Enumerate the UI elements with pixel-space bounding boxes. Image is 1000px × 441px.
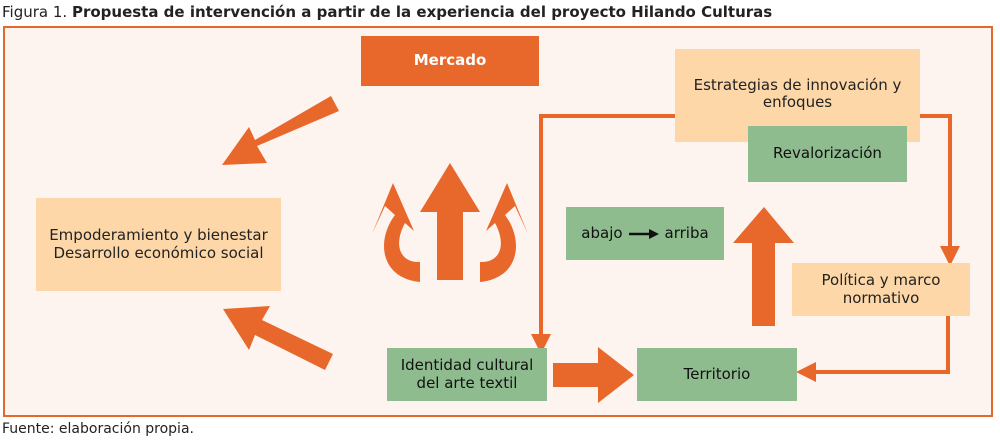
curved-arrow-right xyxy=(480,183,528,282)
node-revalorizacion: Revalorización xyxy=(748,126,907,182)
caption-prefix: Figura 1. xyxy=(2,3,68,21)
curved-arrow-left xyxy=(372,183,420,282)
connector-estrategias-politica xyxy=(920,114,960,266)
node-abajo-arriba: abajo arriba xyxy=(566,207,724,260)
connector-politica-territorio xyxy=(796,316,950,382)
caption-title: Propuesta de intervención a partir de la… xyxy=(71,3,773,21)
node-empoderamiento: Empoderamiento y bienestar Desarrollo ec… xyxy=(36,198,281,291)
node-identidad: Identidad cultural del arte textil xyxy=(387,348,547,401)
arrow-up-territorio xyxy=(733,207,794,326)
connector-estrategias-identidad xyxy=(531,114,675,354)
node-territorio: Territorio xyxy=(637,348,797,401)
node-politica: Política y marco normativo xyxy=(792,263,970,316)
figure-caption: Figura 1. Propuesta de intervención a pa… xyxy=(2,3,772,21)
arrow-to-empoderamiento-top xyxy=(222,96,339,165)
arrow-to-empoderamiento-bottom xyxy=(223,306,333,370)
figure-source: Fuente: elaboración propia. xyxy=(2,421,194,437)
arrow-identidad-territorio xyxy=(553,347,634,403)
arrow-up-center xyxy=(420,163,480,280)
arrow-right-icon xyxy=(628,228,659,239)
node-mercado: Mercado xyxy=(361,36,539,86)
